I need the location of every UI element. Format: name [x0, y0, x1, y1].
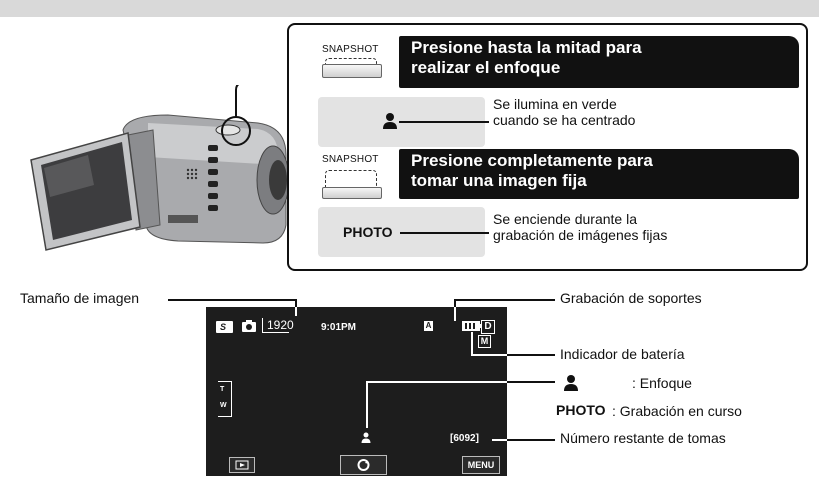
image-size-value: 1920 [267, 318, 294, 332]
focus-note-line [399, 121, 489, 123]
step2-instruction: Presione completamente para tomar una im… [399, 149, 799, 199]
callout-battery: Indicador de batería [560, 346, 685, 362]
focus-note-line1: Se ilumina en verde [493, 96, 617, 112]
zoom-w: W [220, 402, 227, 409]
callout-line [471, 332, 473, 355]
menu-button[interactable]: MENU [462, 456, 500, 474]
mode-s-icon: S [216, 321, 233, 333]
photo-note-line1: Se enciende durante la [493, 211, 637, 227]
callout-line [295, 307, 297, 316]
image-size-indicator: 1920 [262, 318, 294, 333]
callout-line [492, 439, 507, 441]
zoom-t: T [220, 386, 225, 393]
step1-instruction: Presione hasta la mitad para realizar el… [399, 36, 799, 88]
callout-line [454, 299, 456, 307]
time-display: 9:01PM [321, 322, 357, 333]
focus-note-line2: cuando se ha centrado [493, 112, 636, 128]
callout-image-size: Tamaño de imagen [20, 290, 140, 306]
callout-line [471, 354, 507, 356]
callout-focus: : Enfoque [632, 375, 692, 391]
photo-note-line2: grabación de imágenes fijas [493, 227, 668, 243]
callout-photo-word: PHOTO [556, 402, 606, 418]
media-m-icon: M [478, 335, 491, 348]
step2-line1: Presione completamente para [411, 151, 653, 170]
media-d-icon: D [481, 320, 495, 334]
focus-person-icon [361, 432, 371, 443]
callout-line [366, 381, 507, 383]
camcorder-illustration [30, 85, 290, 251]
callout-photo: : Grabación en curso [612, 403, 742, 419]
shutter-button-half-pressed [322, 64, 382, 78]
zoom-indicator[interactable]: T W [218, 381, 232, 417]
photo-note-line [400, 232, 489, 234]
callout-line [168, 299, 296, 301]
callout-media-recording: Grabación de soportes [560, 290, 702, 306]
snapshot-label: SNAPSHOT [322, 154, 379, 165]
callout-line [507, 439, 555, 441]
step2-line2: tomar una imagen fija [411, 171, 587, 190]
callout-line [366, 381, 368, 428]
shutter-button-full-pressed [322, 187, 382, 199]
callout-line [507, 381, 555, 383]
photo-label: PHOTO [343, 224, 393, 240]
step1-line2: realizar el enfoque [411, 58, 561, 77]
callout-remaining: Número restante de tomas [560, 430, 726, 446]
shutter-outline [325, 170, 377, 189]
step1-line1: Presione hasta la mitad para [411, 38, 642, 57]
top-bar [0, 0, 819, 17]
battery-icon [462, 321, 482, 331]
callout-line [454, 307, 456, 321]
callout-line [507, 354, 555, 356]
snapshot-label: SNAPSHOT [322, 44, 379, 55]
snapshot-rotate-icon [357, 459, 370, 471]
photo-note: Se enciende durante la grabación de imág… [493, 211, 667, 243]
still-camera-icon [242, 320, 256, 332]
focus-note: Se ilumina en verde cuando se ha centrad… [493, 96, 635, 128]
shutter-outline [325, 58, 377, 67]
person-icon [564, 375, 578, 391]
snapshot-button[interactable] [340, 455, 387, 475]
play-icon [235, 460, 249, 470]
callout-line [454, 299, 555, 301]
lcd-screen [206, 307, 507, 476]
remaining-shots: [6092] [450, 433, 479, 444]
media-a-icon: A [424, 321, 433, 331]
playback-button[interactable] [229, 457, 255, 473]
person-icon [383, 113, 397, 129]
